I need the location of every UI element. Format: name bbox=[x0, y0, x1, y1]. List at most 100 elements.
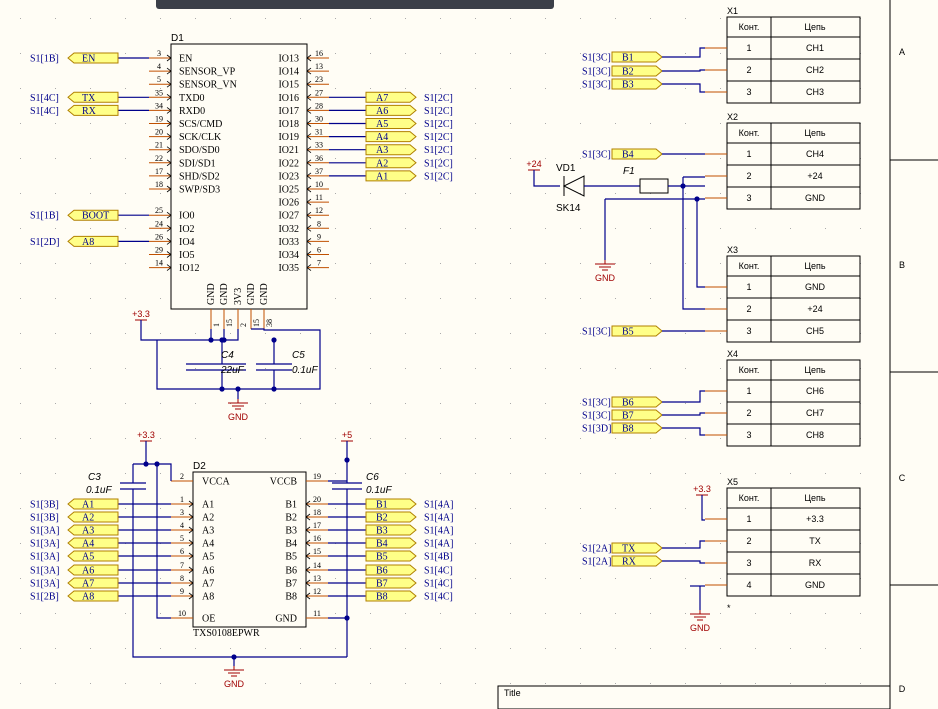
grid-dot bbox=[685, 333, 686, 334]
schematic-toolbar[interactable] bbox=[156, 0, 554, 9]
grid-dot bbox=[615, 298, 616, 299]
diode-part: SK14 bbox=[556, 203, 581, 214]
net-port[interactable] bbox=[365, 564, 417, 576]
pin-arrow bbox=[166, 211, 172, 219]
net-port[interactable] bbox=[365, 537, 417, 549]
net-port[interactable] bbox=[365, 511, 417, 523]
grid-dot bbox=[405, 18, 406, 19]
pin-name: SDO/SD0 bbox=[179, 145, 220, 156]
net-port[interactable] bbox=[67, 524, 119, 536]
grid-dot bbox=[510, 613, 511, 614]
net-ref: S1[3A] bbox=[30, 539, 59, 550]
net-port[interactable] bbox=[365, 91, 417, 103]
net-port[interactable] bbox=[365, 590, 417, 602]
grid-dot bbox=[615, 228, 616, 229]
pin-arrow bbox=[188, 579, 194, 587]
connector-ref: X2 bbox=[727, 112, 738, 122]
net-port[interactable] bbox=[365, 577, 417, 589]
pin-name: IO26 bbox=[278, 198, 299, 209]
net-port[interactable] bbox=[365, 118, 417, 129]
net-port[interactable] bbox=[67, 498, 119, 510]
net-ref: S1[4B] bbox=[424, 552, 453, 563]
grid-dot bbox=[475, 438, 476, 439]
grid-dot bbox=[860, 613, 861, 614]
net-port[interactable] bbox=[67, 91, 119, 103]
net-port[interactable] bbox=[365, 524, 417, 536]
net-port[interactable] bbox=[611, 555, 663, 567]
net-port-label: B6 bbox=[376, 566, 388, 577]
grid-dot bbox=[335, 473, 336, 474]
grid-dot bbox=[580, 508, 581, 509]
d2-part: TXS0108EPWR bbox=[193, 628, 260, 639]
pin-number: 10 bbox=[315, 180, 323, 189]
net-ref: S1[2C] bbox=[424, 132, 453, 143]
grid-dot bbox=[545, 508, 546, 509]
grid-dot bbox=[720, 193, 721, 194]
grid-dot bbox=[685, 508, 686, 509]
net-port[interactable] bbox=[365, 131, 417, 143]
grid-dot bbox=[545, 263, 546, 264]
grid-dot bbox=[615, 578, 616, 579]
pin-arrow bbox=[305, 500, 311, 508]
net-port[interactable] bbox=[67, 511, 119, 523]
net-port[interactable] bbox=[67, 104, 119, 116]
grid-dot bbox=[55, 88, 56, 89]
grid-dot bbox=[475, 473, 476, 474]
net-port[interactable] bbox=[365, 104, 417, 116]
net-port[interactable] bbox=[611, 65, 663, 77]
net-port[interactable] bbox=[67, 550, 119, 562]
pin-name: IO5 bbox=[179, 250, 195, 261]
grid-dot bbox=[55, 228, 56, 229]
pin-arrow bbox=[166, 159, 172, 167]
grid-dot bbox=[90, 88, 91, 89]
grid-dot bbox=[475, 123, 476, 124]
pin-arrow bbox=[306, 146, 312, 154]
grid-dot bbox=[790, 648, 791, 649]
net-port[interactable] bbox=[365, 157, 417, 169]
grid-dot bbox=[440, 18, 441, 19]
net-port[interactable] bbox=[611, 325, 663, 337]
net-port[interactable] bbox=[365, 170, 417, 182]
net-ref: S1[2C] bbox=[424, 119, 453, 130]
net-port[interactable] bbox=[611, 78, 663, 90]
pin-number: 3 bbox=[157, 49, 161, 58]
net-port[interactable] bbox=[67, 564, 119, 576]
net-port[interactable] bbox=[611, 409, 663, 421]
pin-arrow bbox=[166, 172, 172, 180]
grid-dot bbox=[720, 228, 721, 229]
net-port[interactable] bbox=[611, 396, 663, 408]
net-port[interactable] bbox=[67, 577, 119, 589]
table-cell: 3 bbox=[746, 326, 751, 336]
pin-name: GND bbox=[259, 283, 270, 305]
power-label: +24 bbox=[526, 159, 541, 169]
net-port[interactable] bbox=[67, 590, 119, 602]
table-cell: 2 bbox=[746, 536, 751, 546]
pin-number: 34 bbox=[155, 101, 163, 110]
net-port[interactable] bbox=[611, 422, 663, 434]
junction-dot bbox=[208, 337, 214, 343]
wire bbox=[156, 340, 238, 390]
net-port[interactable] bbox=[611, 51, 663, 63]
net-port[interactable] bbox=[67, 537, 119, 549]
grid-dot bbox=[685, 683, 686, 684]
wire bbox=[662, 427, 705, 436]
net-port[interactable] bbox=[365, 550, 417, 562]
grid-dot bbox=[405, 473, 406, 474]
wire bbox=[662, 390, 705, 403]
net-port[interactable] bbox=[67, 52, 119, 64]
net-port[interactable] bbox=[611, 148, 663, 160]
grid-dot bbox=[685, 228, 686, 229]
table-cell: CH7 bbox=[806, 408, 824, 418]
grid-dot bbox=[90, 123, 91, 124]
net-port[interactable] bbox=[365, 498, 417, 510]
net-port[interactable] bbox=[67, 209, 119, 221]
pin-name: B2 bbox=[285, 513, 297, 524]
net-port[interactable] bbox=[67, 235, 119, 247]
pin-arrow bbox=[166, 54, 172, 62]
grid-dot bbox=[55, 543, 56, 544]
net-port[interactable] bbox=[365, 144, 417, 156]
net-port[interactable] bbox=[611, 542, 663, 554]
grid-dot bbox=[335, 613, 336, 614]
pin-name: IO13 bbox=[278, 54, 299, 65]
